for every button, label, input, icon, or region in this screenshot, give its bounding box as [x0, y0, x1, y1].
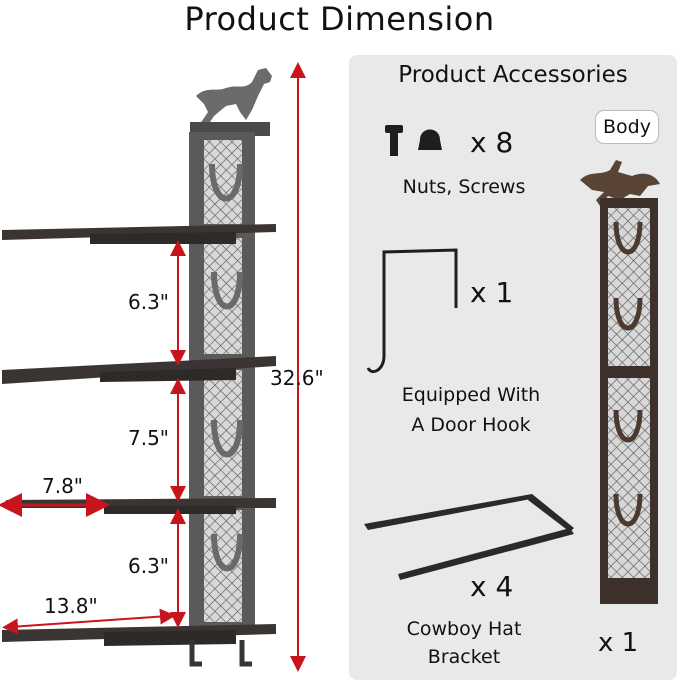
page-title: Product Dimension: [184, 0, 495, 38]
screws-qty: x 8: [470, 126, 514, 159]
screws-caption: Nuts, Screws: [402, 176, 526, 198]
door-hook-icon: [366, 248, 458, 373]
door-hook-qty: x 1: [470, 276, 514, 309]
short-bracket-label: 7.8": [42, 474, 84, 498]
horse-topper-icon: [190, 68, 272, 136]
hat-bracket-qty: x 4: [470, 570, 514, 603]
long-bracket-label: 13.8": [44, 594, 98, 618]
gap-top-label: 6.3": [128, 290, 170, 314]
accessories-title: Product Accessories: [398, 62, 628, 88]
hat-bracket-caption-line2: Bracket: [427, 646, 501, 668]
bottom-hooks-icon: [189, 640, 252, 667]
height-total-label: 32.6": [270, 366, 324, 390]
door-hook-caption-line1: Equipped With: [401, 384, 541, 406]
body-label: Body: [596, 111, 658, 143]
screw-nut-icon: [385, 125, 442, 156]
horseshoe-icons: [209, 163, 243, 572]
dimension-arrows: [0, 62, 306, 672]
gap-bottom-label: 6.3": [128, 554, 170, 578]
gap-middle-label: 7.5": [128, 426, 170, 450]
hat-bracket-icon: [364, 494, 574, 580]
rack-body-icon: [580, 160, 660, 604]
rack-main: [2, 68, 276, 667]
body-qty: x 1: [598, 628, 639, 658]
hat-bracket-caption-line1: Cowboy Hat: [406, 618, 522, 640]
door-hook-caption-line2: A Door Hook: [411, 414, 531, 436]
